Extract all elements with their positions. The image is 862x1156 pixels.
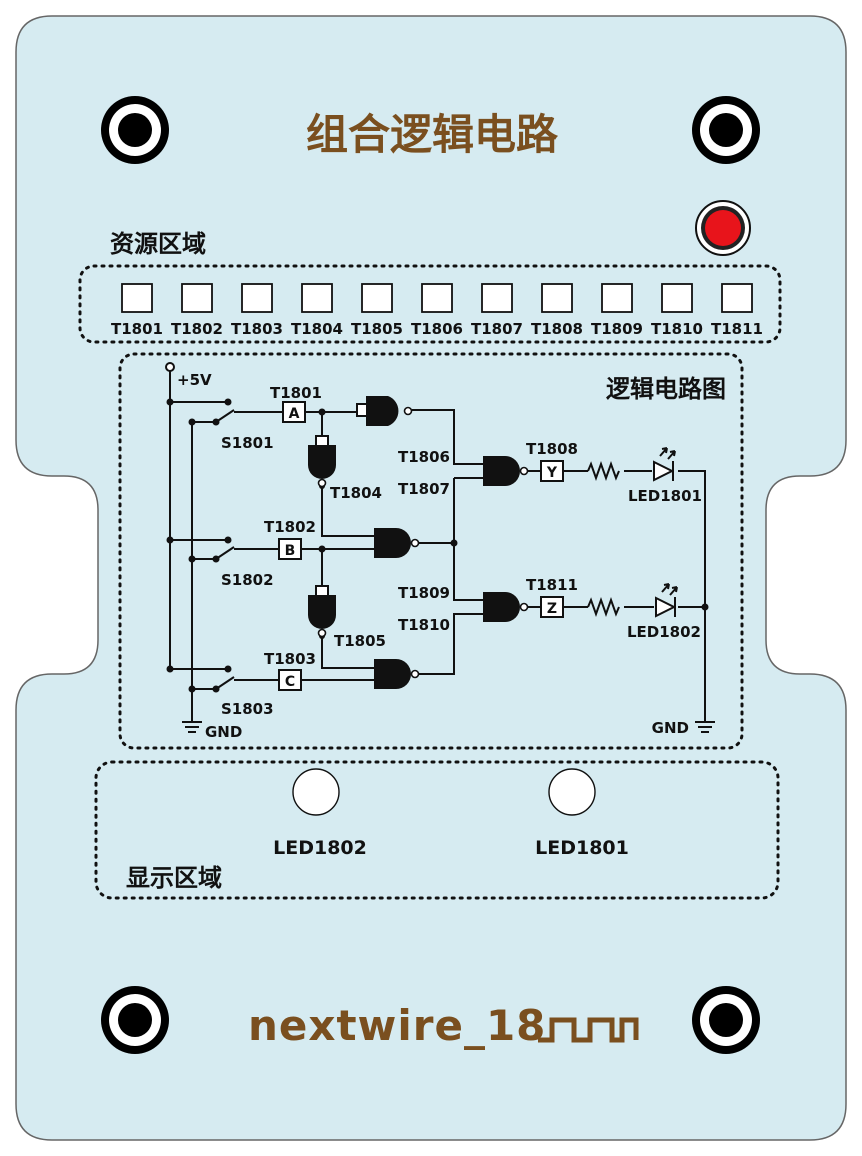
supply-terminal — [165, 362, 175, 372]
display-led-1802 — [292, 768, 340, 816]
mounting-hole-bottom-left — [101, 986, 169, 1054]
t1805-label: T1805 — [334, 632, 386, 650]
nand-gate-t1804 — [308, 435, 336, 488]
output-test-point-label: T1811 — [526, 576, 578, 594]
display-led-1801 — [548, 768, 596, 816]
input-test-point-label: T1803 — [264, 650, 316, 668]
test-point-pad[interactable] — [541, 283, 573, 313]
input-a-letter: A — [289, 406, 300, 422]
test-point-pad[interactable] — [301, 283, 333, 313]
circuit-wires — [169, 371, 706, 722]
test-point-label: T1806 — [411, 320, 463, 338]
t1804-label: T1804 — [330, 484, 382, 502]
input-c-letter: C — [285, 674, 295, 690]
switch-label: S1801 — [221, 434, 274, 452]
test-point-label: T1803 — [231, 320, 283, 338]
resource-area-frame — [78, 264, 782, 344]
nand-gate-c — [374, 659, 420, 689]
input-a-box[interactable] — [282, 401, 306, 423]
test-point-label: T1801 — [111, 320, 163, 338]
supply-label: +5V — [177, 371, 212, 389]
output-y-box[interactable] — [540, 460, 564, 482]
ground-symbol-left — [182, 721, 202, 733]
ground-label-right: GND — [652, 719, 689, 737]
nand-gate-y — [483, 456, 529, 486]
led-z-symbol — [655, 583, 678, 618]
brand-logo: nextwire_18 — [248, 1001, 546, 1050]
test-point-label: T1802 — [171, 320, 223, 338]
nand-gate-z — [483, 592, 529, 622]
power-led-indicator — [695, 200, 751, 256]
led-y-symbol — [653, 447, 676, 482]
board-title: 组合逻辑电路 — [306, 110, 559, 159]
test-point-pad[interactable] — [721, 283, 753, 313]
led-y-label: LED1801 — [628, 487, 702, 505]
input-test-point-label: T1802 — [264, 518, 316, 536]
test-point-pad[interactable] — [661, 283, 693, 313]
test-point-pad[interactable] — [241, 283, 273, 313]
test-point-pad[interactable] — [181, 283, 213, 313]
nand-gate-b — [374, 528, 420, 558]
resistor-z — [587, 597, 620, 617]
mounting-hole-top-right — [692, 96, 760, 164]
nand-gate-t1805 — [308, 585, 336, 638]
input-b-letter: B — [285, 543, 296, 559]
output-z-box[interactable] — [540, 596, 564, 618]
test-point-label: T1810 — [651, 320, 703, 338]
test-point-pad[interactable] — [361, 283, 393, 313]
mounting-hole-bottom-right — [692, 986, 760, 1054]
led-z-label: LED1802 — [627, 623, 701, 641]
test-point-label: T1805 — [351, 320, 403, 338]
test-point-label: T1811 — [711, 320, 763, 338]
test-point-pad[interactable] — [601, 283, 633, 313]
t1806-label: T1806 — [398, 448, 450, 466]
display-led-label: LED1802 — [273, 837, 367, 859]
ground-symbol-right — [695, 721, 715, 733]
junction-dots — [166, 398, 709, 693]
t1807-label: T1807 — [398, 480, 450, 498]
pcb-board — [15, 15, 847, 1141]
test-point-label: T1808 — [531, 320, 583, 338]
ground-label-left: GND — [205, 723, 242, 741]
resource-area-label: 资源区域 — [110, 230, 206, 258]
test-point-label: T1807 — [471, 320, 523, 338]
input-b-box[interactable] — [278, 538, 302, 560]
test-point-pad[interactable] — [421, 283, 453, 313]
input-test-point-label: T1801 — [270, 384, 322, 402]
test-point-pad[interactable] — [121, 283, 153, 313]
output-test-point-label: T1808 — [526, 440, 578, 458]
circuit-diagram-label: 逻辑电路图 — [606, 375, 726, 403]
output-y-letter: Y — [546, 465, 558, 481]
display-led-label: LED1801 — [535, 837, 629, 859]
test-point-label: T1804 — [291, 320, 343, 338]
t1810-label: T1810 — [398, 616, 450, 634]
t1809-label: T1809 — [398, 584, 450, 602]
display-area-frame — [94, 760, 780, 900]
display-area-label: 显示区域 — [126, 864, 222, 892]
test-point-label: T1809 — [591, 320, 643, 338]
switch-label: S1803 — [221, 700, 274, 718]
resistor-y — [587, 461, 620, 481]
mounting-hole-top-left — [101, 96, 169, 164]
test-point-pad[interactable] — [481, 283, 513, 313]
output-z-letter: Z — [547, 601, 557, 617]
square-wave-icon — [538, 1017, 639, 1043]
circuit-area-frame — [118, 352, 744, 750]
switch-label: S1802 — [221, 571, 274, 589]
test-point-row: T1801 T1802 T1803 T1804 T1805 T1806 T1807 T1808… — [111, 283, 763, 338]
nand-gate-a — [356, 396, 413, 426]
input-c-box[interactable] — [278, 669, 302, 691]
